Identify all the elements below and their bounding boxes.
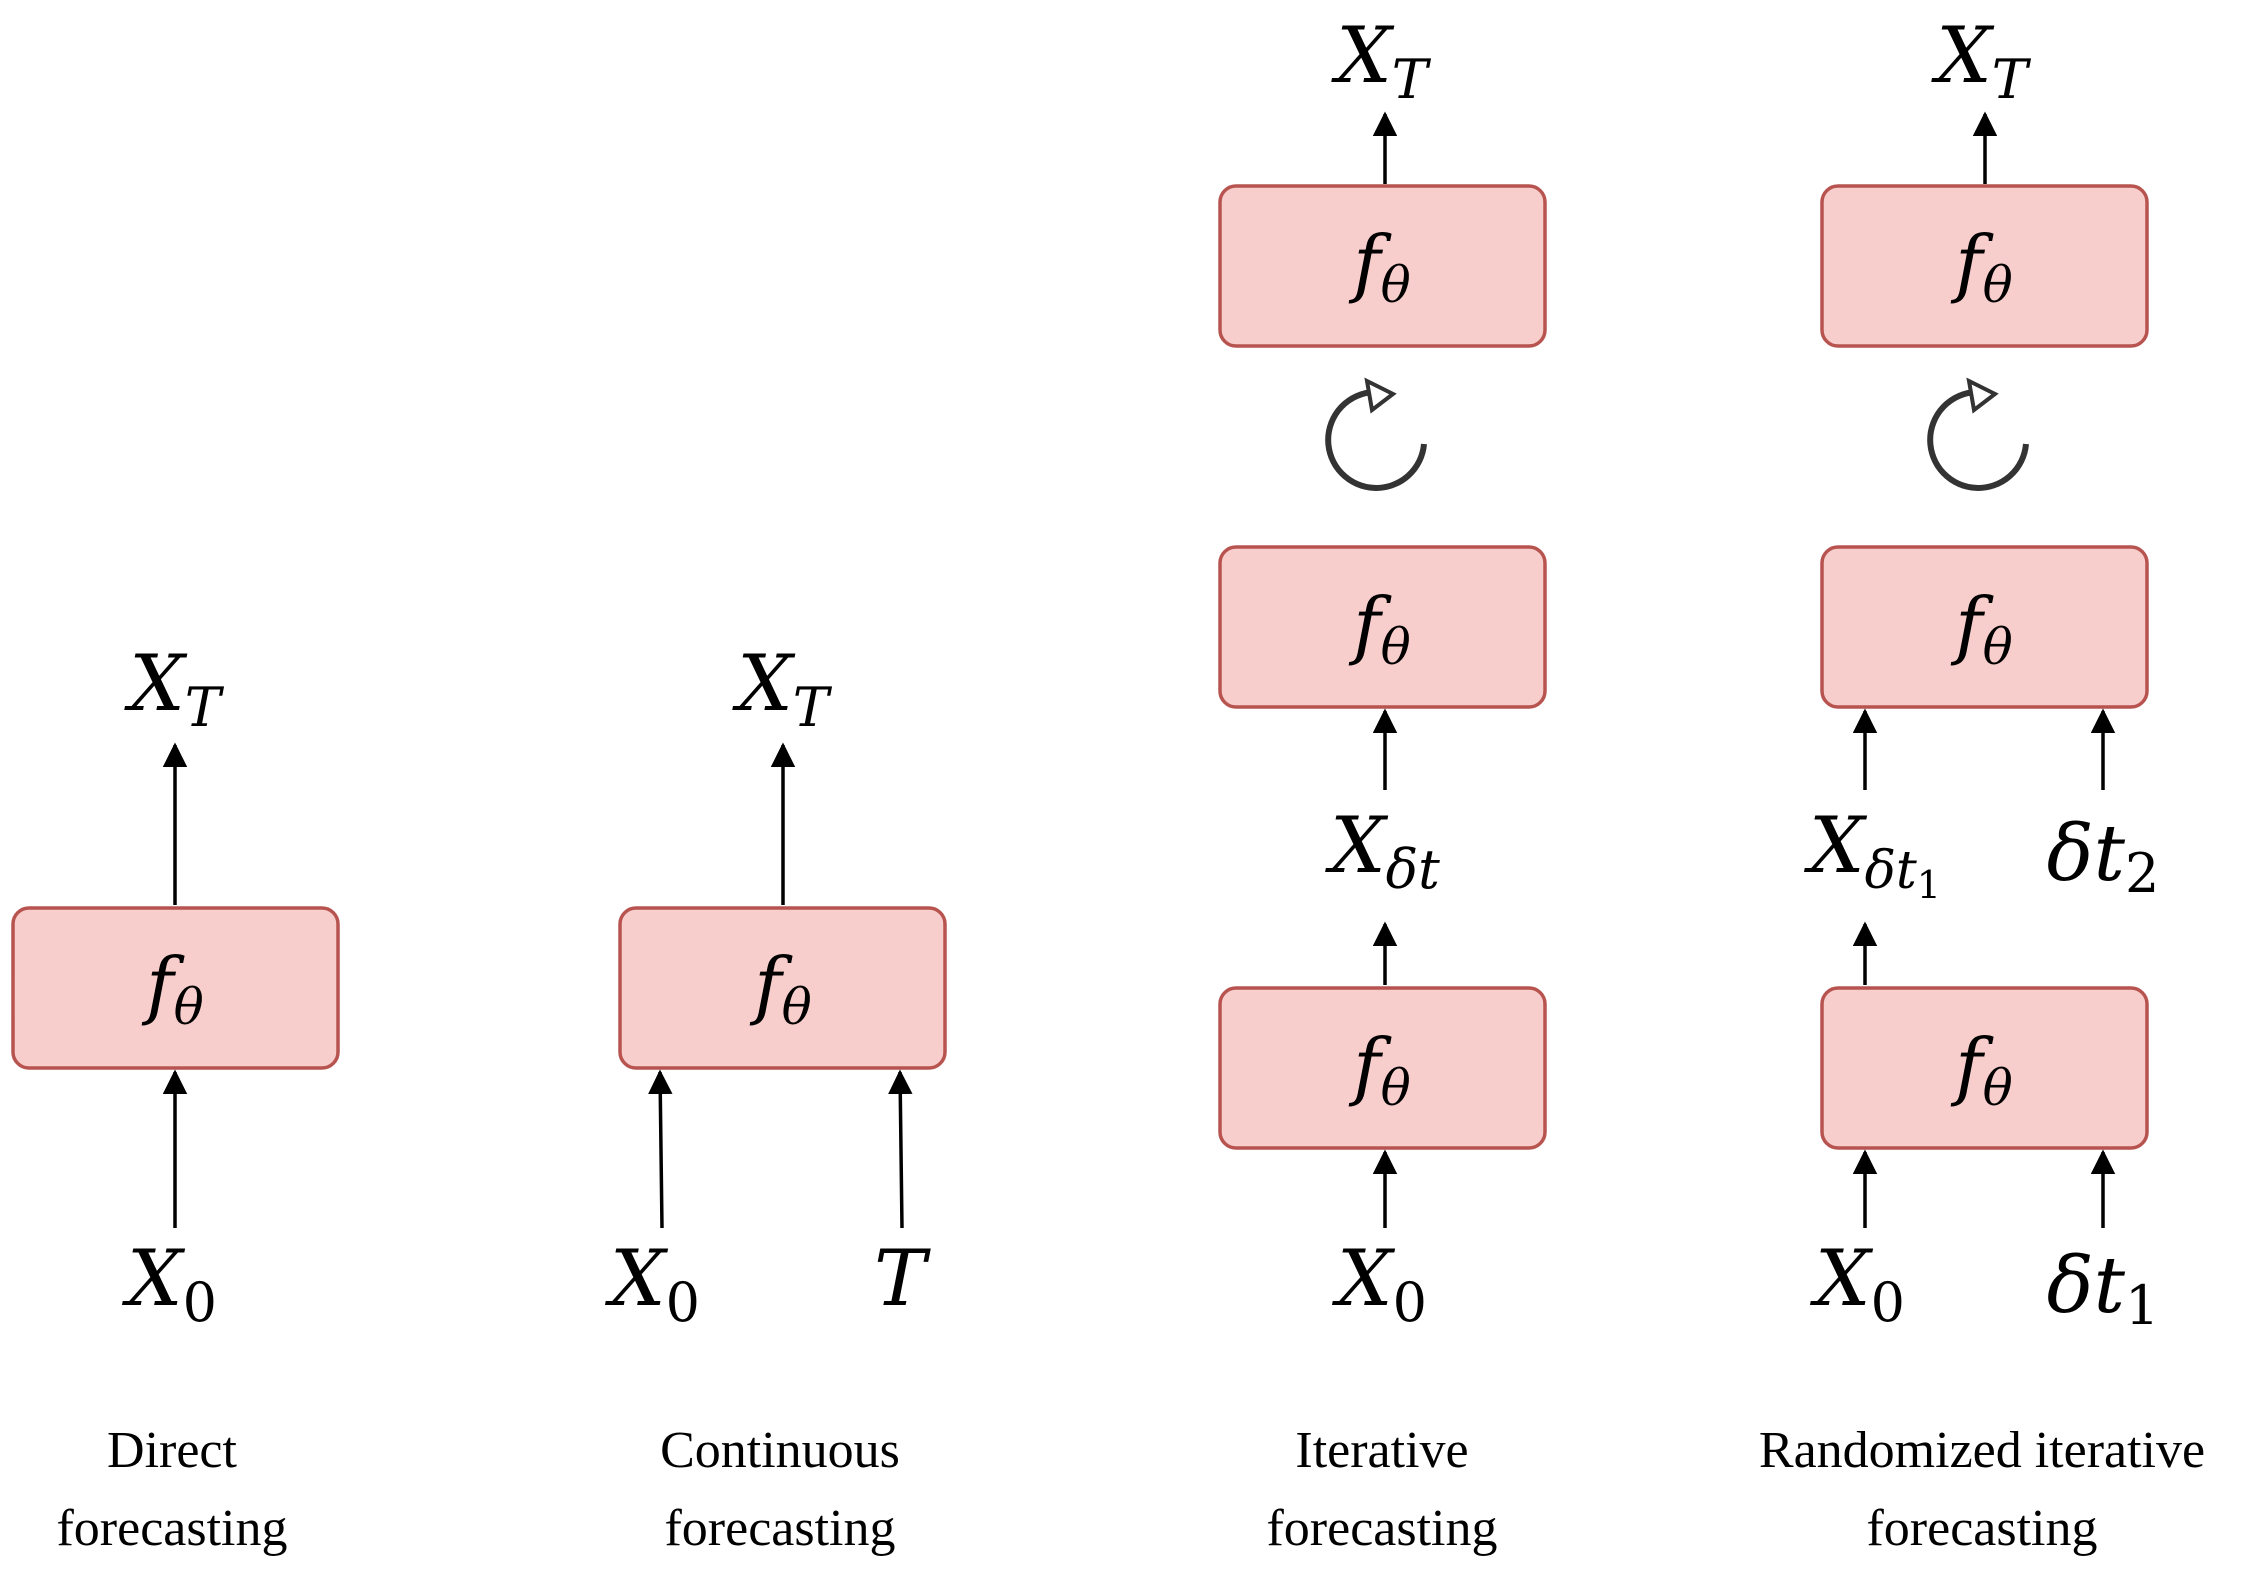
intermediate-label: Xδt1 [1803,801,1941,907]
model-box [618,906,947,1070]
model-box-top [1218,184,1547,348]
input-label-x0: X0 [604,1234,700,1334]
output-label: XT [731,639,833,739]
input-label: X0 [121,1234,217,1334]
intermediate-label: Xδt [1324,801,1440,901]
panel-iterative: XT fθ fθ Xδt fθ X0 Iterative forecasting [1218,11,1547,1557]
model-label-middle: fθ [1950,582,2013,676]
input-label-t: T [874,1234,931,1324]
caption-line-1: Randomized iterative [1759,1422,2205,1479]
caption-line-2: forecasting [1266,1500,1497,1557]
panel-continuous: XT fθ X0 T Continuous forecasting [604,639,947,1557]
model-box [11,906,340,1070]
model-box-middle [1820,545,2149,709]
model-label: fθ [749,942,812,1036]
model-box-bottom [1218,986,1547,1150]
model-box-bottom [1820,986,2149,1150]
arrow-from-input-x0 [648,1069,673,1229]
caption-line-1: Iterative [1295,1422,1468,1479]
caption-line-2: forecasting [56,1500,287,1557]
caption-line-1: Direct [107,1422,237,1479]
caption-line-2: forecasting [1866,1500,2097,1557]
panel-randomized: XT fθ fθ Xδt1 δt2 fθ X0 [1759,11,2205,1557]
arrow-from-input-t [888,1069,913,1229]
output-label: XT [123,639,225,739]
refresh-loop-icon [1927,377,2029,491]
model-box-top [1820,184,2149,348]
caption-line-2: forecasting [664,1500,895,1557]
panel-direct: XT fθ X0 Direct forecasting [11,639,340,1557]
input-label-dt1: δt1 [2047,1241,2160,1337]
output-label: XT [1930,11,2032,111]
model-label-bottom: fθ [1348,1023,1411,1117]
model-box-middle [1218,545,1547,709]
model-label-middle: fθ [1348,582,1411,676]
caption-line-1: Continuous [660,1422,900,1479]
input-label: X0 [1331,1234,1427,1334]
output-label: XT [1330,11,1432,111]
input-label-x0: X0 [1809,1234,1905,1334]
step2-label: δt2 [2047,809,2160,905]
refresh-loop-icon [1325,377,1427,491]
